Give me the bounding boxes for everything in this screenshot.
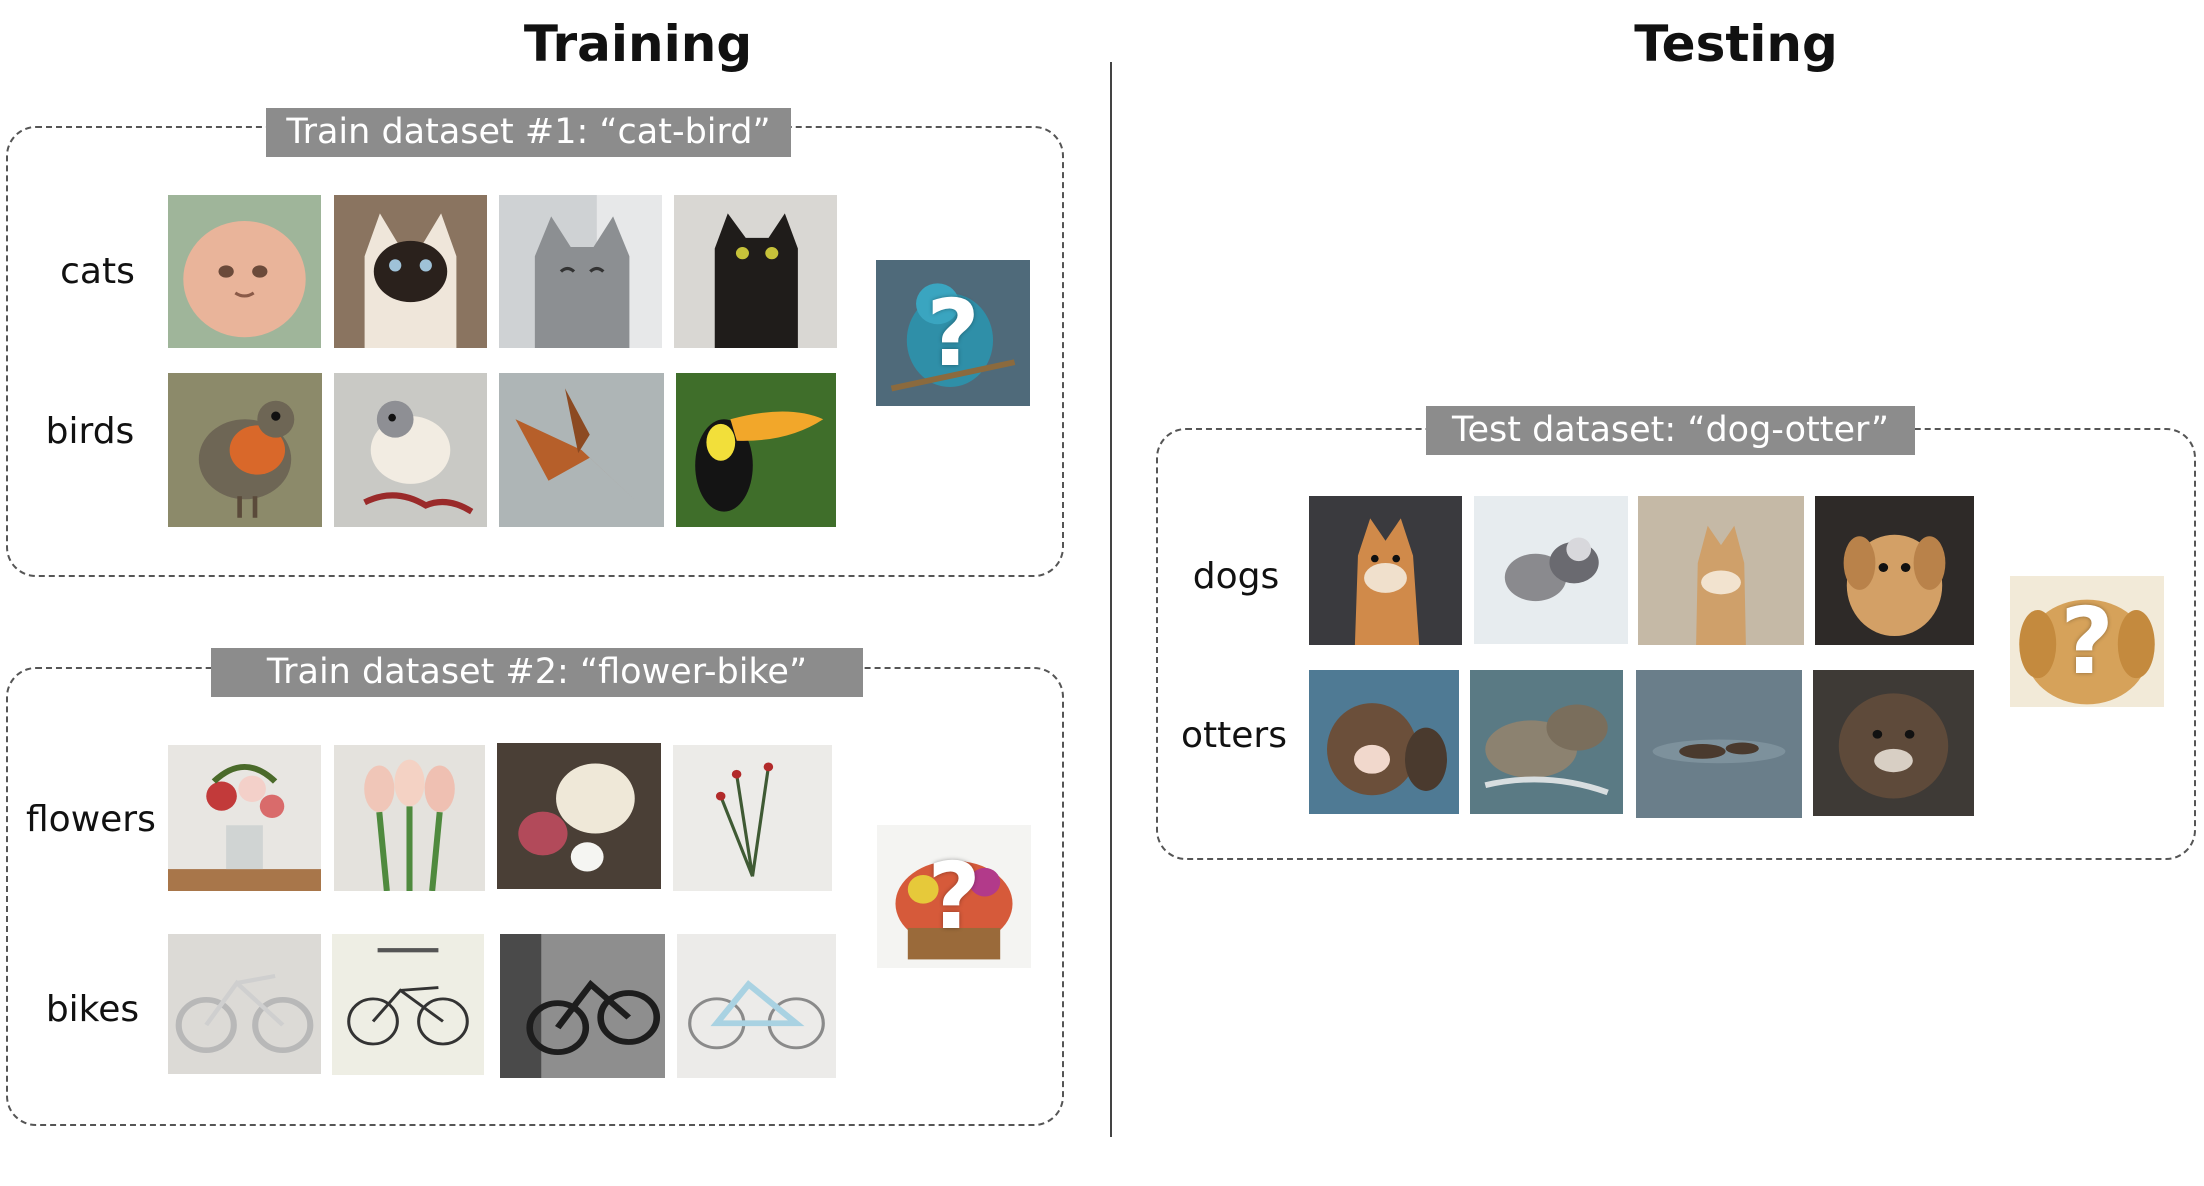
- class-label-bikes: bikes: [36, 988, 149, 1032]
- training-heading: Training: [438, 12, 838, 76]
- class-label-flowers: flowers: [26, 798, 154, 842]
- dog-photo-icon: [1638, 496, 1804, 645]
- bike-photo-icon: [677, 934, 836, 1078]
- flower-photo-icon: [673, 745, 832, 891]
- cat-photo-icon: [334, 195, 487, 348]
- flower-photo-icon: [168, 745, 321, 891]
- test-dataset-query-image: ?: [2010, 576, 2164, 707]
- bird-photo-icon: [168, 373, 322, 527]
- bike-photo-icon: [500, 934, 665, 1078]
- class-label-otters: otters: [1176, 714, 1292, 758]
- question-mark-icon: ?: [876, 260, 1030, 406]
- class-label-cats: cats: [40, 250, 155, 294]
- cat-photo-icon: [499, 195, 662, 348]
- bike-photo-icon: [168, 934, 321, 1074]
- cat-photo-icon: [168, 195, 321, 348]
- dog-photo-icon: [1815, 496, 1974, 645]
- section-divider: [1110, 62, 1112, 1137]
- class-label-dogs: dogs: [1190, 555, 1282, 599]
- testing-heading: Testing: [1536, 12, 1936, 76]
- question-mark-icon: ?: [2010, 576, 2164, 707]
- otter-photo-icon: [1636, 670, 1802, 818]
- cat-photo-icon: [674, 195, 837, 348]
- otter-photo-icon: [1813, 670, 1974, 816]
- otter-photo-icon: [1309, 670, 1459, 814]
- bird-photo-icon: [334, 373, 487, 527]
- dog-photo-icon: [1474, 496, 1628, 644]
- train-dataset-2-query-image: ?: [877, 825, 1031, 968]
- dog-photo-icon: [1309, 496, 1462, 645]
- question-mark-icon: ?: [877, 825, 1031, 968]
- bird-photo-icon: [499, 373, 664, 527]
- test-dataset-title: Test dataset: “dog-otter”: [1426, 406, 1915, 455]
- flower-photo-icon: [334, 745, 485, 891]
- flower-photo-icon: [497, 743, 661, 889]
- otter-photo-icon: [1470, 670, 1623, 814]
- train-dataset-1-title: Train dataset #1: “cat-bird”: [266, 108, 791, 157]
- train-dataset-2-title: Train dataset #2: “flower-bike”: [211, 648, 863, 697]
- bike-photo-icon: [332, 934, 484, 1075]
- class-label-birds: birds: [30, 410, 150, 454]
- train-dataset-1-query-image: ?: [876, 260, 1030, 406]
- bird-photo-icon: [676, 373, 836, 527]
